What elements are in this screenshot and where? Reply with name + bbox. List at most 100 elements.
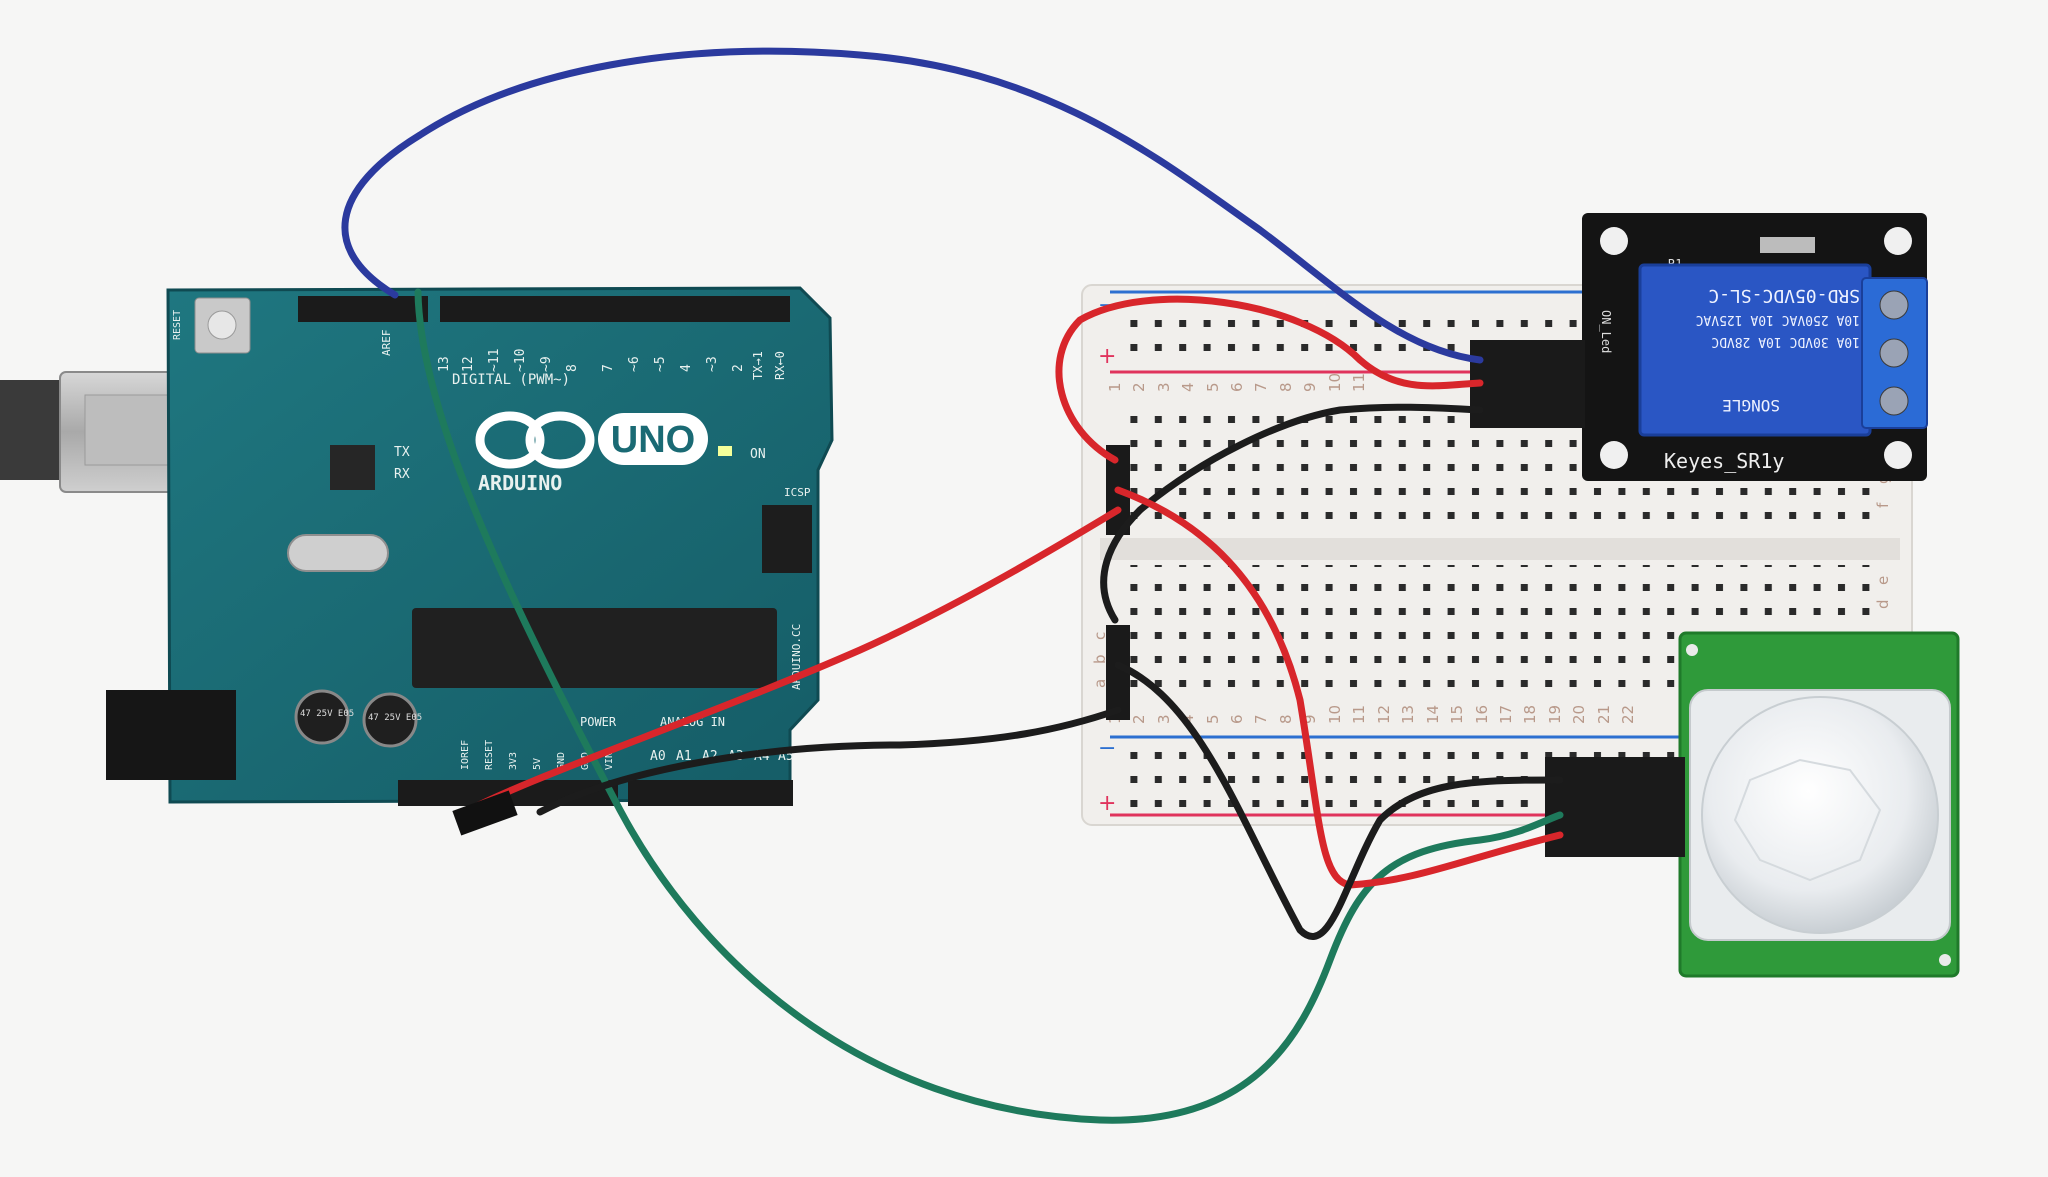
col-num: 7	[1252, 382, 1270, 392]
pin-label-9: ~9	[539, 356, 554, 372]
pin-label-rx0: RX←0	[773, 351, 787, 380]
pin-label-ioref: IOREF	[460, 740, 471, 770]
col-num: 17	[1497, 705, 1515, 724]
pin-label-3v3: 3V3	[508, 752, 519, 770]
bottom-rail-plus-label: +	[1098, 791, 1116, 816]
pin-label-8: 8	[565, 364, 580, 372]
col-num: 3	[1155, 382, 1173, 392]
pin-label-10: ~10	[513, 349, 528, 372]
terminal-screw	[1879, 290, 1909, 320]
power-header-label: POWER	[580, 715, 617, 729]
col-num: 2	[1130, 382, 1148, 392]
col-num: 14	[1424, 705, 1442, 724]
relay-rating-1: 10A 250VAC 10A 125VAC	[1696, 312, 1860, 327]
relay-on-led-label: ON_Led	[1599, 310, 1613, 353]
on-label: ON	[750, 447, 766, 462]
red-wire-5v	[456, 506, 1122, 819]
reset-label: RESET	[172, 310, 183, 340]
col-num: 13	[1399, 705, 1417, 724]
relay-module: R1 ON_Led SRD-05VDC-SL-C 10A 250VAC 10A …	[1470, 213, 1928, 481]
crystal-oscillator	[287, 534, 389, 572]
blue-wire	[341, 47, 1484, 364]
black-wire-gnd	[536, 706, 1122, 816]
column-numbers-top: 1 2 3 4 5 6 7 8 9 10 11	[1106, 373, 1368, 392]
col-num: 12	[1375, 705, 1393, 724]
terminal-screw	[1879, 338, 1909, 368]
capacitor-1	[294, 689, 350, 745]
power-led	[718, 446, 732, 456]
relay-board-label: Keyes_SR1y	[1664, 449, 1784, 473]
col-num: 20	[1570, 705, 1588, 724]
row-letter: d	[1874, 599, 1892, 609]
uno-badge-label: UNO	[611, 419, 695, 461]
col-num: 19	[1546, 705, 1564, 724]
col-num: 21	[1595, 705, 1613, 724]
capacitor-2	[362, 692, 418, 748]
black-wire-relay	[1100, 403, 1484, 624]
digital-pin-labels: 13 12 ~11 ~10 ~9 8 7 ~6 ~5 4 ~3 2 TX→1 R…	[437, 349, 787, 380]
row-letter: a	[1091, 679, 1109, 688]
col-num: 11	[1350, 373, 1368, 392]
pin-label-a0: A0	[650, 749, 666, 764]
atmega-chip	[412, 608, 777, 688]
digital-header-right	[440, 296, 790, 322]
col-num: 1	[1106, 382, 1124, 392]
tx-label: TX	[394, 445, 410, 460]
arduino-brand-label: ARDUINO	[478, 471, 562, 495]
digital-header-label: DIGITAL (PWM~)	[452, 372, 570, 388]
usb-interface-chip	[330, 445, 375, 490]
col-num: 16	[1473, 705, 1491, 724]
pin-label-11: ~11	[487, 349, 502, 372]
wires	[341, 47, 1564, 1124]
col-num: 2	[1130, 714, 1148, 724]
col-num: 5	[1204, 382, 1222, 392]
pin-label-2: 2	[731, 364, 746, 372]
col-num: 8	[1277, 714, 1295, 724]
col-num: 10	[1326, 705, 1344, 724]
pin-label-a1: A1	[676, 749, 692, 764]
pir-fresnel-dome	[1701, 696, 1939, 934]
pin-label-13: 13	[437, 356, 452, 372]
col-num: 3	[1155, 714, 1173, 724]
row-letter: e	[1874, 576, 1892, 585]
relay-brand-label: SONGLE	[1722, 396, 1780, 415]
relay-pin-header	[1470, 340, 1585, 428]
col-num: 22	[1619, 705, 1637, 724]
pin-label-5: ~5	[653, 356, 668, 372]
pin-label-tx1: TX→1	[751, 351, 765, 380]
black-wire-pir	[1114, 661, 1564, 940]
row-letter: f	[1874, 502, 1892, 508]
pin-label-7: 7	[601, 364, 616, 372]
relay-rating-2: 10A 30VDC 10A 28VDC	[1711, 334, 1860, 349]
uno-badge	[598, 413, 708, 465]
col-num: 4	[1179, 382, 1197, 392]
pin-label-reset: RESET	[484, 740, 495, 770]
col-num: 11	[1350, 705, 1368, 724]
pir-motion-sensor	[1545, 631, 1960, 978]
pin-label-4: 4	[679, 364, 694, 372]
col-num: 7	[1252, 714, 1270, 724]
pin-label-5v: 5V	[532, 758, 543, 770]
digital-header-left	[298, 296, 428, 322]
pin-label-3: ~3	[705, 356, 720, 372]
row-letter: c	[1091, 632, 1109, 640]
top-rail-plus-label: +	[1098, 344, 1116, 369]
col-num: 6	[1228, 714, 1246, 724]
capacitor-2-label: 47 25V E05	[368, 713, 422, 723]
col-num: 10	[1326, 373, 1344, 392]
arduino-uno-board: UNO ARDUINO DIGITAL (PWM~) ON TX RX ICSP…	[106, 286, 834, 806]
pin-label-gnd-1: GND	[556, 752, 567, 770]
row-letter: b	[1091, 654, 1109, 664]
capacitor-1-label: 47 25V E05	[300, 709, 354, 719]
pin-label-vin: VIN	[604, 752, 615, 770]
pir-pin-header	[1545, 757, 1685, 857]
aref-label: AREF	[380, 330, 393, 357]
icsp-label: ICSP	[784, 486, 811, 499]
terminal-screw	[1879, 386, 1909, 416]
col-num: 9	[1301, 382, 1319, 392]
relay-model-label: SRD-05VDC-SL-C	[1708, 285, 1860, 306]
red-wire-relay	[1055, 295, 1484, 464]
green-wire	[414, 288, 1564, 1124]
center-channel	[1100, 538, 1900, 560]
